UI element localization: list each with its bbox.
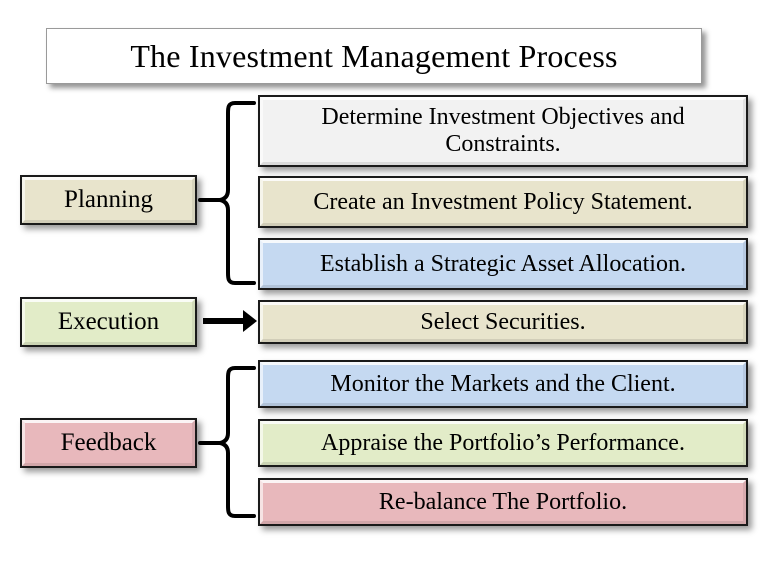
step-box-monitor-markets[interactable]: Monitor the Markets and the Client. [258, 360, 748, 408]
step-box-rebalance-portfolio[interactable]: Re-balance The Portfolio. [258, 478, 748, 526]
step-label-appraise-portfolio: Appraise the Portfolio’s Performance. [321, 429, 685, 456]
category-label-feedback: Feedback [60, 429, 157, 456]
step-box-asset-allocation[interactable]: Establish a Strategic Asset Allocation. [258, 238, 748, 290]
step-label-select-securities: Select Securities. [420, 308, 586, 335]
category-box-planning[interactable]: Planning [20, 175, 197, 225]
page-title: The Investment Management Process [130, 37, 618, 74]
step-label-rebalance-portfolio: Re-balance The Portfolio. [378, 488, 628, 515]
step-box-determine-objectives[interactable]: Determine Investment Objectives and Cons… [258, 95, 748, 167]
step-box-policy-statement[interactable]: Create an Investment Policy Statement. [258, 176, 748, 228]
category-box-feedback[interactable]: Feedback [20, 418, 197, 468]
step-label-asset-allocation: Establish a Strategic Asset Allocation. [320, 250, 686, 277]
step-label-determine-objectives: Determine Investment Objectives and Cons… [321, 104, 685, 157]
execution-arrow-head-icon [243, 310, 257, 332]
step-label-policy-statement: Create an Investment Policy Statement. [313, 188, 693, 215]
step-label-monitor-markets: Monitor the Markets and the Client. [330, 370, 676, 397]
feedback-brace-icon [218, 366, 256, 518]
step-box-select-securities[interactable]: Select Securities. [258, 300, 748, 344]
planning-brace-icon [218, 101, 256, 285]
category-label-execution: Execution [57, 308, 160, 335]
category-box-execution[interactable]: Execution [20, 297, 197, 347]
step-box-appraise-portfolio[interactable]: Appraise the Portfolio’s Performance. [258, 419, 748, 467]
page-title-box: The Investment Management Process [46, 28, 702, 84]
category-label-planning: Planning [64, 186, 153, 213]
